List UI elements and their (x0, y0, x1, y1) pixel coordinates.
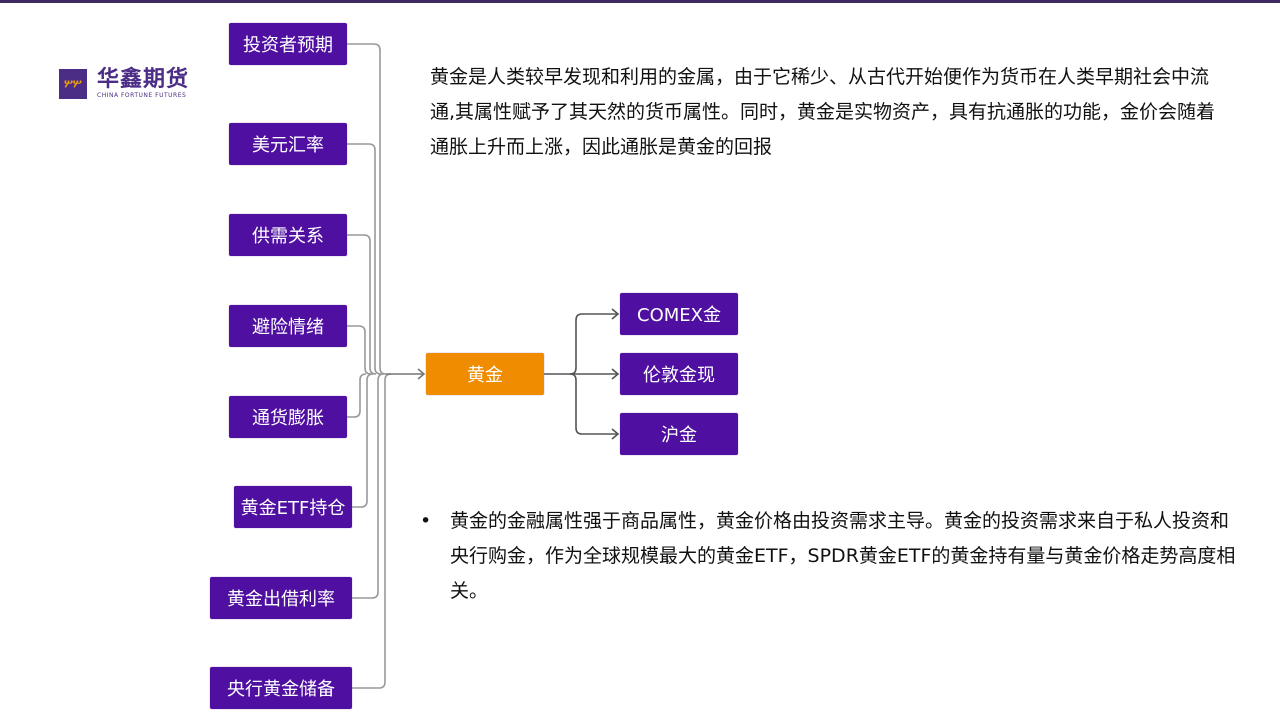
factor-gold-etf-holdings: 黄金ETF持仓 (234, 486, 352, 528)
top-border (0, 0, 1280, 3)
bullet-dot: • (420, 510, 432, 532)
market-shanghai-gold: 沪金 (620, 413, 738, 455)
market-comex-gold: COMEX金 (620, 293, 738, 335)
logo-name-en: CHINA FORTUNE FUTURES (97, 92, 187, 99)
market-london-spot-gold: 伦敦金现 (620, 353, 738, 395)
factor-inflation: 通货膨胀 (229, 396, 347, 438)
factor-usd-exchange-rate: 美元汇率 (229, 123, 347, 165)
factor-risk-aversion: 避险情绪 (229, 305, 347, 347)
company-logo: ሦሦ 华鑫期货 CHINA FORTUNE FUTURES (59, 68, 189, 99)
factor-supply-demand: 供需关系 (229, 214, 347, 256)
bullet-paragraph: 黄金的金融属性强于商品属性，黄金价格由投资需求主导。黄金的投资需求来自于私人投资… (450, 510, 1236, 602)
center-node-gold: 黄金 (426, 353, 544, 395)
factor-gold-lease-rate: 黄金出借利率 (210, 577, 352, 619)
factor-investor-expectation: 投资者预期 (229, 23, 347, 65)
logo-icon: ሦሦ (59, 68, 87, 99)
intro-paragraph: 黄金是人类较早发现和利用的金属，由于它稀少、从古代开始便作为货币在人类早期社会中… (430, 66, 1216, 158)
logo-name-cn: 华鑫期货 (97, 67, 190, 92)
factor-central-bank-reserves: 央行黄金储备 (210, 667, 352, 709)
